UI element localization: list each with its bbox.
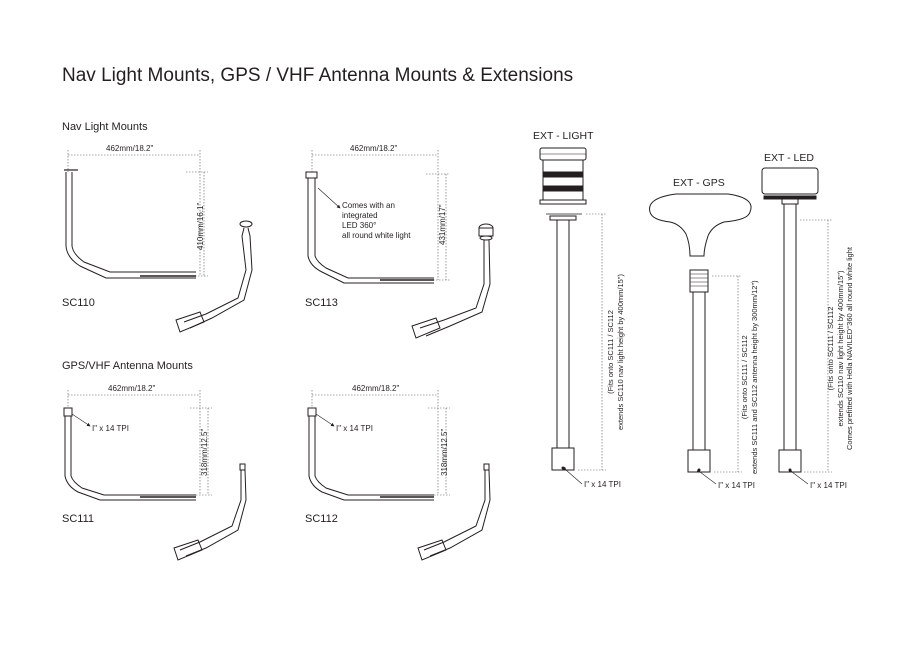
ext-light-label: EXT - LIGHT (533, 130, 594, 142)
ext-gps-label: EXT - GPS (673, 177, 725, 189)
ext-gps-note: (Fits onto SC111 / SC112 extends SC111 a… (740, 280, 759, 474)
ext-gps-thread-label: I" x 14 TPI (718, 481, 755, 490)
sc112-height-label: 318mm/12.5" (440, 428, 449, 476)
ext-led-drawing (761, 167, 832, 485)
ext-led-thread-label: I" x 14 TPI (810, 481, 847, 490)
sc112-width-label: 462mm/18.2" (352, 384, 400, 393)
ext-led-label: EXT - LED (764, 152, 814, 164)
sc113-drawing (305, 150, 494, 339)
sc111-width-label: 462mm/18.2" (108, 384, 156, 393)
sc113-width-label: 462mm/18.2" (350, 144, 398, 153)
sc111-code: SC111 (62, 513, 95, 525)
sc112-drawing (307, 390, 491, 561)
section-title-antenna: GPS/VHF Antenna Mounts (62, 360, 193, 372)
sc112-thread-label: I" x 14 TPI (336, 424, 373, 433)
sc113-code: SC113 (305, 297, 338, 309)
sc113-height-label: 431mm/17" (438, 204, 447, 245)
ext-light-thread-label: I" x 14 TPI (584, 480, 621, 489)
sc110-drawing (64, 150, 253, 333)
sc110-height-label: 410mm/16.1" (196, 202, 205, 250)
sc112-code: SC112 (305, 513, 338, 525)
ext-light-drawing (539, 147, 606, 485)
sc110-width-label: 462mm/18.2" (106, 144, 154, 153)
sc111-thread-label: I" x 14 TPI (92, 424, 129, 433)
ext-light-note: (Fits onto SC111 / SC112 extends SC110 n… (606, 274, 625, 430)
sc113-led-note: Comes with an integrated LED 360° all ro… (342, 201, 411, 240)
ext-led-note: (Fits onto SC111 / SC112 extends SC110 n… (826, 247, 854, 450)
ext-gps-drawing (649, 193, 752, 485)
sc110-code: SC110 (62, 297, 95, 309)
sc111-drawing (63, 390, 247, 561)
section-title-nav: Nav Light Mounts (62, 121, 148, 133)
sc111-height-label: 318mm/12.5" (200, 428, 209, 476)
page-title: Nav Light Mounts, GPS / VHF Antenna Moun… (62, 65, 574, 86)
